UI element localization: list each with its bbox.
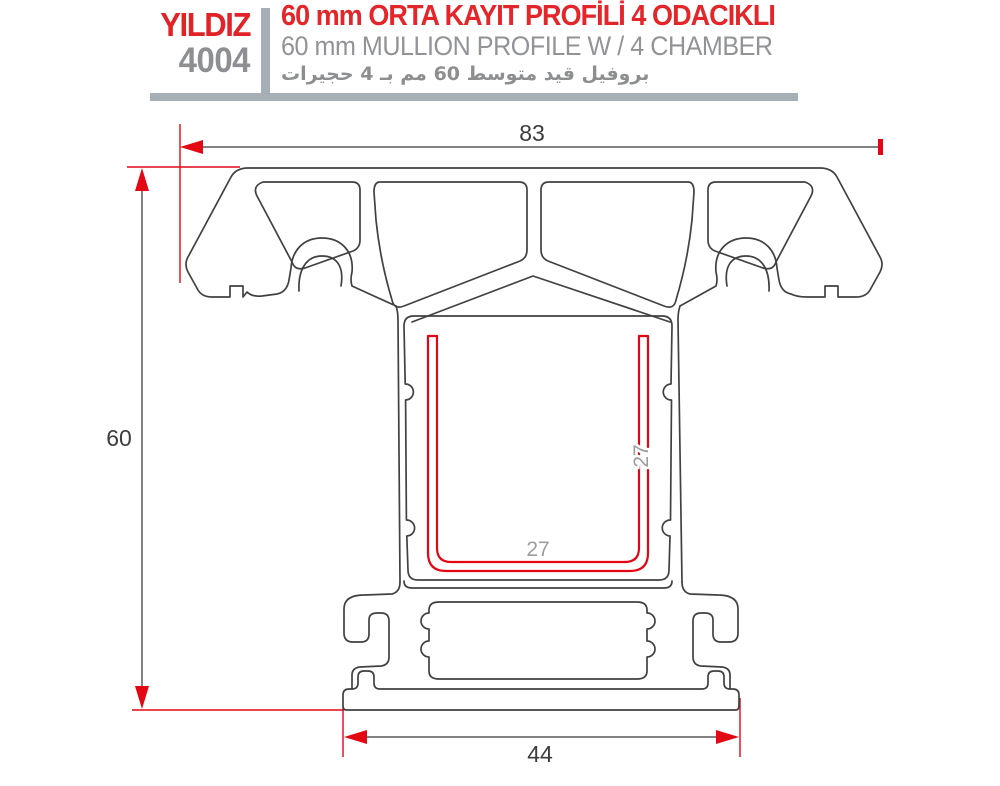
steel-reinforcement-outline (426, 334, 650, 573)
foot-top-wall (403, 580, 673, 589)
product-title-arabic: بروفيل قيد متوسط 60 مم بـ 4 حجيرات (281, 63, 650, 85)
chamber-1 (254, 181, 361, 270)
chamber-2 (373, 181, 528, 308)
tent-inner-walls (411, 275, 671, 323)
header-vertical-divider (261, 8, 270, 94)
left-ear-inner (298, 255, 343, 292)
head-outer (185, 167, 883, 307)
brand-model-number: 4004 (178, 41, 251, 80)
foot-hook-right (681, 581, 739, 690)
central-chamber (403, 315, 673, 581)
dimension-60: 60 (104, 168, 149, 709)
foot-hook-left (343, 581, 401, 690)
body-left-wall (395, 305, 401, 583)
dimension-83: 83 (180, 118, 883, 155)
bottom-plate (342, 670, 740, 711)
foot-chamber (420, 601, 656, 680)
body-right-wall (677, 305, 683, 583)
profile-outline (185, 167, 883, 711)
brand-name: YILDIZ (160, 6, 251, 43)
dim-width-label: 83 (519, 120, 545, 146)
product-title-turkish: 60 mm ORTA KAYIT PROFİLİ 4 ODACIKLI (281, 0, 776, 32)
dim-height-label: 60 (106, 425, 132, 451)
steel-width-label: 27 (526, 538, 549, 561)
right-ear-inner (725, 255, 770, 292)
steel-height-label: 27 (630, 444, 653, 467)
extension-lines (127, 124, 741, 757)
dim-base-label: 44 (527, 741, 553, 767)
product-title-english: 60 mm MULLION PROFILE W / 4 CHAMBER (281, 31, 773, 61)
header-underline-bar (150, 93, 798, 101)
dimension-44: 44 (344, 730, 739, 769)
header-titles: 60 mm ORTA KAYIT PROFİLİ 4 ODACIKLI 60 m… (281, 1, 941, 87)
chamber-4 (707, 181, 814, 270)
chamber-3 (540, 181, 695, 308)
brand-logo: YILDIZ 4004 (150, 6, 251, 80)
